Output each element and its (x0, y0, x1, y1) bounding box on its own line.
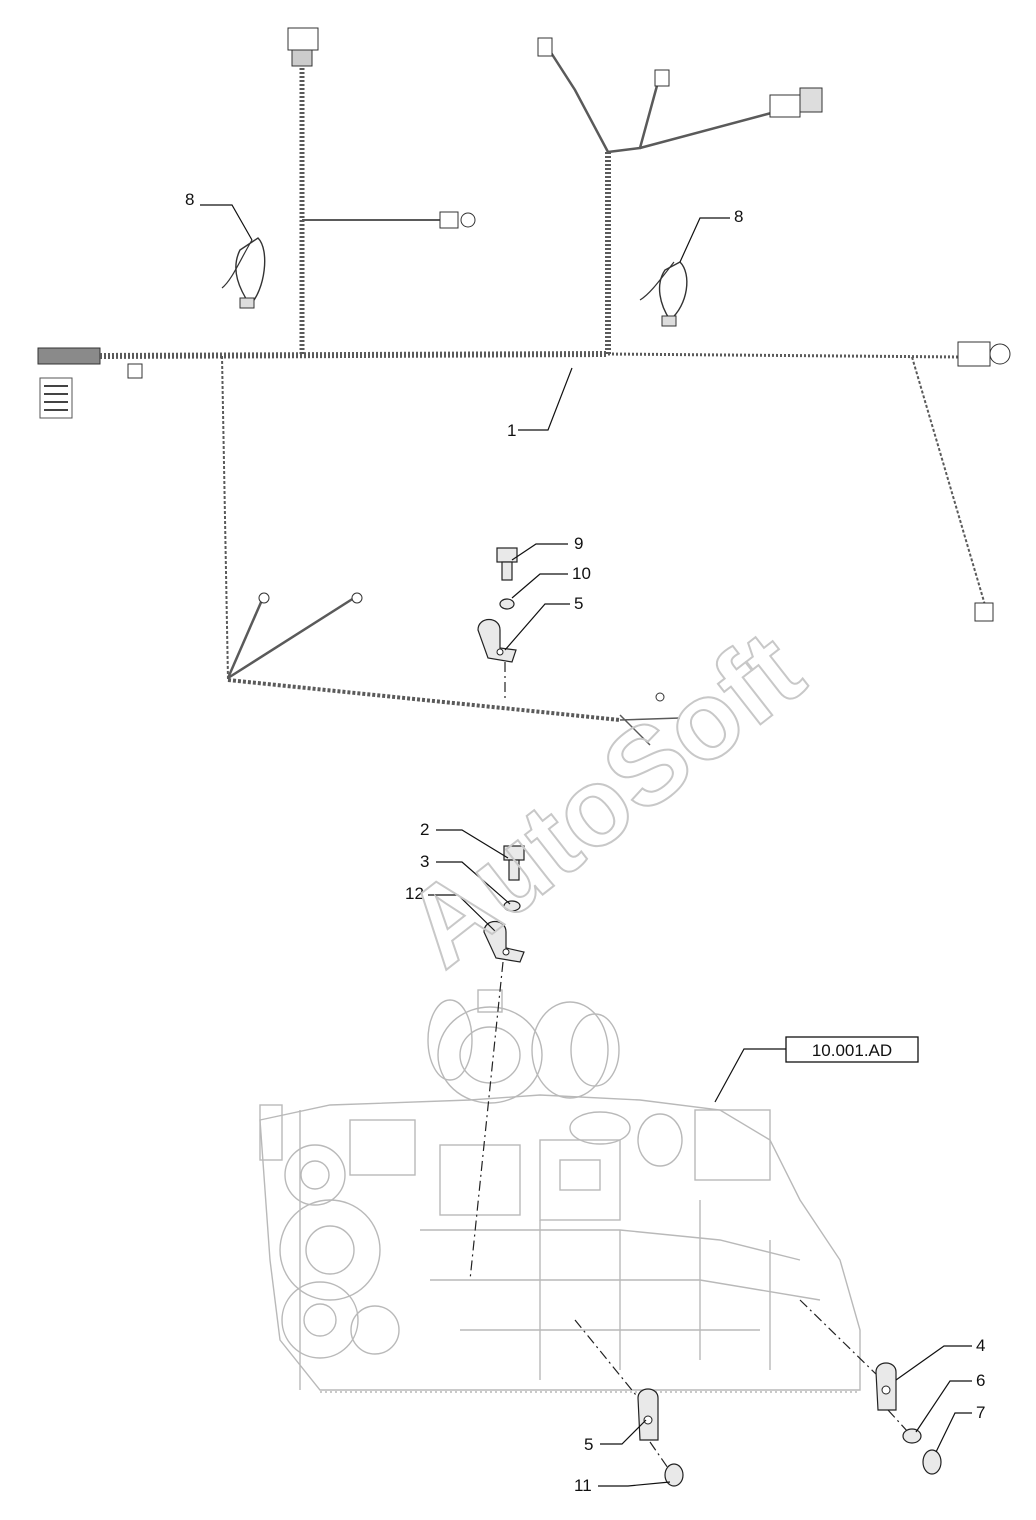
callout-7: 7 (976, 1403, 985, 1422)
watermark-text: AutoSoft (383, 608, 825, 991)
middle-hardware (469, 845, 525, 1281)
washer-3 (503, 900, 521, 912)
callout-labels: 1 8 8 9 10 5 2 3 12 4 6 7 5 11 (185, 190, 985, 1495)
callout-1: 1 (507, 421, 516, 440)
callout-5-upper: 5 (574, 594, 583, 613)
washer-10 (499, 598, 515, 610)
lower-right-hardware (799, 1299, 942, 1475)
reference-label: 10.001.AD (812, 1041, 892, 1060)
callout-8-left: 8 (185, 190, 194, 209)
lower-left-hardware (574, 1319, 684, 1487)
bolt-11 (664, 1463, 684, 1487)
washer-6 (902, 1428, 922, 1444)
clamp-12 (483, 920, 525, 963)
clamp-5-upper (477, 618, 517, 663)
callout-12: 12 (405, 884, 424, 903)
reference-box[interactable]: 10.001.AD (785, 1036, 919, 1063)
leader-lines (200, 204, 972, 1487)
callout-5-lower: 5 (584, 1435, 593, 1454)
cable-tie-left (221, 237, 266, 309)
upper-hardware (477, 547, 518, 700)
callout-9: 9 (574, 534, 583, 553)
cable-tie-right (639, 261, 688, 327)
callout-8-right: 8 (734, 207, 743, 226)
bolt-7 (922, 1449, 942, 1475)
bolt-9 (496, 547, 518, 563)
callout-3: 3 (420, 852, 429, 871)
callout-11: 11 (574, 1476, 592, 1495)
engine-outline (259, 989, 861, 1393)
callout-2: 2 (420, 820, 429, 839)
main-connector (37, 347, 101, 365)
callout-4: 4 (976, 1336, 985, 1355)
clamp-5-lower (637, 1388, 659, 1441)
wiring-harness (37, 27, 1011, 746)
callout-10: 10 (572, 564, 591, 583)
callout-6: 6 (976, 1371, 985, 1390)
